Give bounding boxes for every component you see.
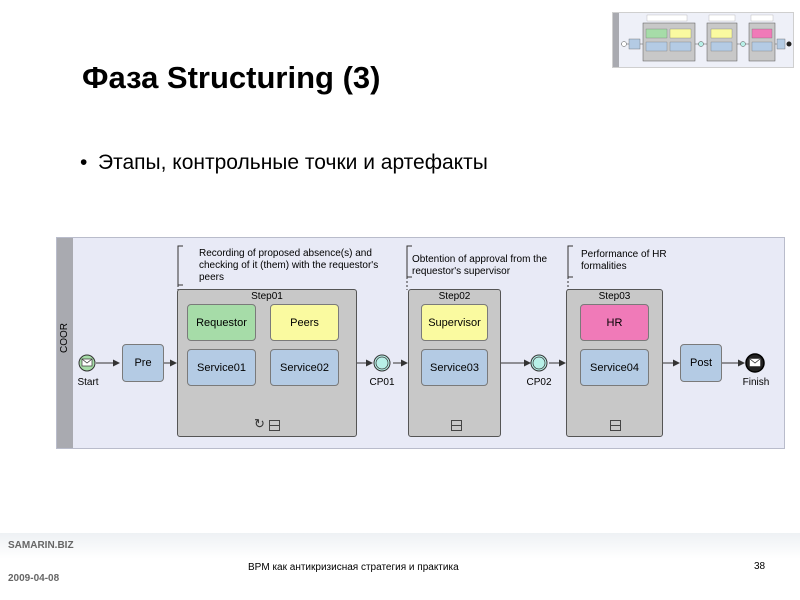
- process-diagram: COOR: [56, 237, 785, 449]
- subprocess-marker-icon: [451, 420, 462, 431]
- finish-label: Finish: [742, 377, 770, 388]
- task-peers: Peers: [270, 304, 339, 341]
- cp01-label: CP01: [369, 377, 395, 388]
- footer-bar: [0, 533, 800, 597]
- footer-date: 2009-04-08: [8, 573, 60, 584]
- checkpoint-cp02: [530, 354, 548, 372]
- annotation-step03: Performance of HR formalities: [581, 249, 667, 272]
- task-service04: Service04: [580, 349, 649, 386]
- loop-marker-icon: ↻: [254, 416, 265, 431]
- task-service02: Service02: [270, 349, 339, 386]
- annotation-step02: Obtention of approval from the requestor…: [412, 254, 548, 277]
- footer-title: BPM как антикризисная стратегия и практи…: [248, 562, 459, 573]
- slide-title: Фаза Structuring (3): [82, 60, 381, 95]
- task-service03: Service03: [421, 349, 488, 386]
- task-supervisor: Supervisor: [421, 304, 488, 341]
- task-service01: Service01: [187, 349, 256, 386]
- task-pre: Pre: [122, 344, 164, 382]
- step-title: Step02: [438, 291, 471, 302]
- annotation-step01: Recording of proposed absence(s) and che…: [199, 248, 379, 283]
- subprocess-marker-icon: [269, 420, 280, 431]
- task-requestor: Requestor: [187, 304, 256, 341]
- step-01: Step01 Requestor Peers Service01 Service…: [177, 289, 357, 437]
- bullet-dot: •: [80, 151, 88, 174]
- step-title: Step03: [598, 291, 631, 302]
- footer-brand: SAMARIN.BIZ: [8, 540, 74, 551]
- task-post: Post: [680, 344, 722, 382]
- step-03: Step03 HR Service04: [566, 289, 663, 437]
- step-title: Step01: [251, 291, 283, 302]
- checkpoint-cp01: [373, 354, 391, 372]
- lane-header: [57, 238, 73, 448]
- step-02: Step02 Supervisor Service03: [408, 289, 501, 437]
- page-number: 38: [754, 561, 766, 572]
- subprocess-marker-icon: [610, 420, 621, 431]
- task-hr: HR: [580, 304, 649, 341]
- bullet-item: • Этапы, контрольные точки и артефакты: [80, 151, 488, 175]
- start-label: Start: [77, 377, 99, 388]
- cp02-label: CP02: [526, 377, 552, 388]
- sequence-flows: [78, 245, 765, 373]
- diagram-thumbnail: [612, 12, 794, 68]
- bullet-text: Этапы, контрольные точки и артефакты: [98, 151, 488, 174]
- thumbnail-graphic: [613, 13, 792, 67]
